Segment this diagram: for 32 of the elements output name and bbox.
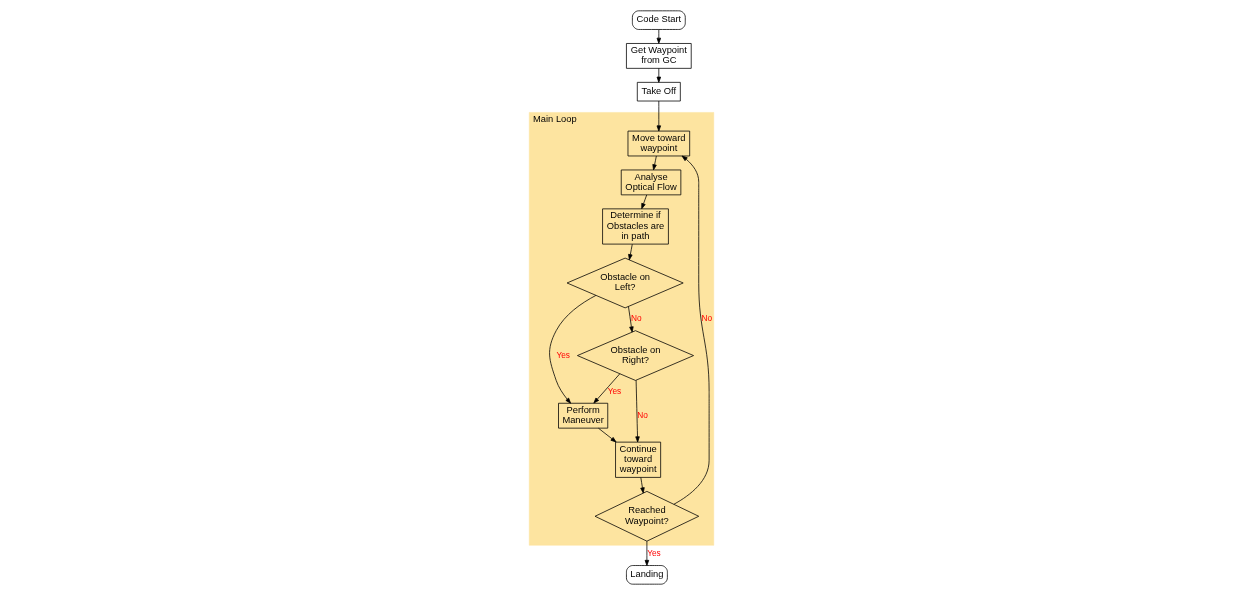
node-box: Code Start xyxy=(632,10,686,30)
arrow xyxy=(673,155,710,505)
arrow xyxy=(628,306,634,333)
node-box: Take Off xyxy=(636,81,681,102)
arrow xyxy=(598,427,617,443)
node-diamond: Obstacle on Left? xyxy=(566,257,684,309)
arrow xyxy=(656,29,662,44)
arrow xyxy=(628,243,633,261)
arrow xyxy=(640,477,645,494)
edge-label: Yes xyxy=(607,385,622,396)
node-box: Perform Maneuver xyxy=(558,402,609,429)
node-box: Analyse Optical Flow xyxy=(620,169,682,196)
node-box: Move toward waypoint xyxy=(627,130,691,157)
edge-label: No xyxy=(701,313,713,324)
edge-label: Yes xyxy=(556,349,570,360)
edge-label: Yes xyxy=(647,548,661,559)
node-box: Continue toward waypoint xyxy=(615,441,662,478)
node-box: Landing xyxy=(626,565,668,585)
node-diamond: Reached Waypoint? xyxy=(594,491,700,542)
edge-label: No xyxy=(637,409,648,420)
arrow xyxy=(635,379,640,443)
arrow xyxy=(549,295,597,404)
arrow xyxy=(656,100,662,132)
arrow xyxy=(656,68,662,83)
node-diamond: Obstacle on Right? xyxy=(577,330,694,381)
node-box: Determine if Obstacles are in path xyxy=(602,208,669,245)
arrow xyxy=(652,155,657,171)
arrow xyxy=(641,194,648,210)
node-box: Get Waypoint from GC xyxy=(626,43,692,69)
arrow xyxy=(593,373,621,404)
arrow xyxy=(644,540,650,566)
edge-label: No xyxy=(630,313,642,324)
